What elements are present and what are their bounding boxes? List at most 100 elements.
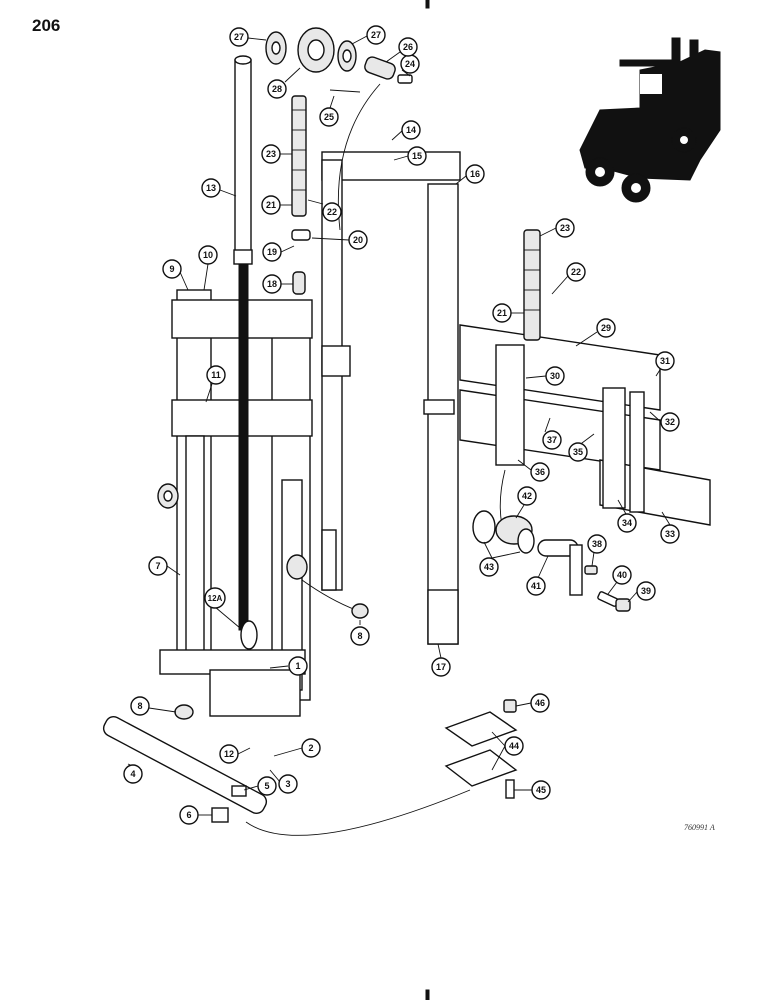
callout-25: 25: [319, 95, 339, 127]
callout-43: 43: [479, 541, 521, 577]
fork-carriage: [459, 324, 711, 541]
callout-33-label: 33: [665, 529, 675, 539]
callout-36-label: 36: [535, 467, 545, 477]
callout-8-upper: 8: [350, 620, 370, 646]
callout-41-label: 41: [531, 581, 541, 591]
callout-12a: 12A: [204, 587, 241, 629]
callout-3: 3: [269, 769, 298, 794]
callout-32: 32: [649, 411, 680, 432]
forklift-silhouette: [579, 37, 721, 203]
callout-2: 2: [273, 738, 321, 758]
callout-36: 36: [517, 459, 550, 482]
lift-chain-left: [291, 95, 311, 295]
callout-5: 5: [243, 776, 277, 796]
wear-plates: [444, 699, 518, 799]
callout-6: 6: [179, 805, 212, 825]
callout-21-left: 21: [261, 195, 292, 215]
callout-1: 1: [269, 656, 308, 676]
callout-34-label: 34: [622, 518, 632, 528]
callout-24-label: 24: [405, 59, 415, 69]
callout-23-left-label: 23: [266, 149, 276, 159]
callout-5-label: 5: [264, 781, 269, 791]
callout-16: 16: [455, 164, 485, 185]
callout-23-left: 23: [261, 144, 292, 164]
callout-13: 13: [201, 178, 237, 198]
callout-40-label: 40: [617, 570, 627, 580]
callout-17-label: 17: [436, 662, 446, 672]
callout-39: 39: [627, 581, 656, 603]
callout-15-label: 15: [412, 151, 422, 161]
callout-6-label: 6: [186, 810, 191, 820]
callout-46: 46: [515, 693, 550, 713]
callout-4-label: 4: [130, 769, 135, 779]
callout-7-label: 7: [155, 561, 160, 571]
callout-14-label: 14: [406, 125, 416, 135]
callout-40: 40: [607, 565, 632, 595]
callout-24: 24: [400, 54, 420, 77]
callout-8-upper-label: 8: [357, 631, 362, 641]
callout-12a-label: 12A: [208, 594, 223, 603]
outer-mast-channels: [157, 289, 313, 717]
callout-37: 37: [542, 417, 562, 450]
registration-mark-bottom: [425, 989, 430, 1000]
callout-22-left-label: 22: [327, 207, 337, 217]
callout-23-right-label: 23: [560, 223, 570, 233]
callout-28: 28: [267, 67, 301, 99]
callout-21-left-label: 21: [266, 200, 276, 210]
callout-35: 35: [568, 433, 595, 462]
callout-19-label: 19: [267, 247, 277, 257]
lift-cylinder: [233, 55, 258, 650]
callout-19: 19: [262, 242, 295, 262]
callout-18: 18: [262, 274, 293, 294]
callout-15: 15: [393, 146, 427, 166]
callout-31-label: 31: [660, 356, 670, 366]
callout-9: 9: [162, 259, 189, 291]
callout-26: 26: [385, 37, 418, 63]
callout-8-lower-label: 8: [137, 701, 142, 711]
callout-20: 20: [311, 230, 368, 250]
callout-3-label: 3: [285, 779, 290, 789]
callout-12: 12: [219, 744, 251, 764]
callout-17: 17: [431, 643, 451, 677]
callout-28-label: 28: [272, 84, 282, 94]
figure-code: 760991 A: [684, 823, 715, 832]
callout-26-label: 26: [403, 42, 413, 52]
callout-16-label: 16: [470, 169, 480, 179]
callout-27-right-label: 27: [371, 30, 381, 40]
callout-27-left: 27: [229, 27, 267, 47]
callout-33: 33: [660, 511, 680, 544]
callout-7: 7: [148, 556, 181, 576]
callout-30-label: 30: [550, 371, 560, 381]
callout-11-label: 11: [211, 370, 221, 380]
callout-18-label: 18: [267, 279, 277, 289]
callout-44: 44: [491, 731, 524, 771]
callout-29: 29: [575, 318, 616, 347]
callout-42-label: 42: [522, 491, 532, 501]
callout-35-label: 35: [573, 447, 583, 457]
top-sheave-assembly: [265, 27, 413, 93]
callout-32-label: 32: [665, 417, 675, 427]
callout-20-label: 20: [353, 235, 363, 245]
callout-38: 38: [587, 534, 607, 567]
callout-4: 4: [123, 763, 143, 784]
callout-10: 10: [198, 245, 218, 291]
callout-25-label: 25: [324, 112, 334, 122]
callout-27-left-label: 27: [234, 32, 244, 42]
callout-14: 14: [391, 120, 421, 141]
callout-21-right-label: 21: [497, 308, 507, 318]
callout-41: 41: [526, 555, 549, 596]
callout-12-label: 12: [224, 749, 234, 759]
callout-39-label: 39: [641, 586, 651, 596]
callout-11: 11: [205, 365, 226, 403]
callout-23-right: 23: [539, 218, 575, 238]
callout-44-label: 44: [509, 741, 519, 751]
inner-mast: [321, 151, 461, 645]
callout-2-label: 2: [308, 743, 313, 753]
callout-22-right-label: 22: [571, 267, 581, 277]
page-number: 206: [32, 16, 61, 35]
callout-22-right: 22: [551, 262, 586, 295]
bushing-8-upper: [351, 603, 369, 619]
callout-10-label: 10: [203, 250, 213, 260]
callout-37-label: 37: [547, 435, 557, 445]
